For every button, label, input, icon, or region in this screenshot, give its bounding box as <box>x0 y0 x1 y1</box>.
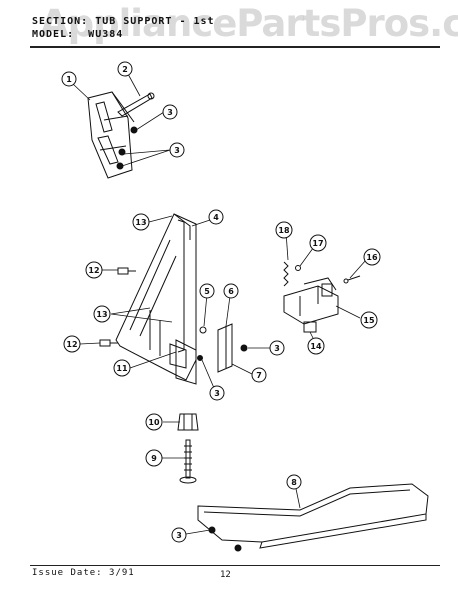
svg-text:18: 18 <box>278 226 290 235</box>
part-8-base-panel <box>197 483 429 549</box>
svg-text:1: 1 <box>66 75 72 84</box>
part-18-spring <box>283 261 289 287</box>
footer-rule <box>30 565 440 566</box>
part-9-leveling-leg <box>179 439 197 484</box>
callout-markers: 1 2 3 3 13 4 12 5 6 13 12 3 11 7 3 18 17… <box>61 61 381 543</box>
part-17-pin <box>295 265 301 271</box>
svg-text:2: 2 <box>122 65 128 74</box>
callout-13a: 13 <box>132 213 150 231</box>
section-header: SECTION: TUB SUPPORT - 1st <box>32 16 215 27</box>
callout-3a: 3 <box>162 104 178 120</box>
issue-date: Issue Date: 3/91 <box>32 568 135 578</box>
part-15-switch-assembly <box>283 277 339 325</box>
svg-text:3: 3 <box>176 531 182 540</box>
watermark: AppliancePartsPros.com <box>40 2 458 45</box>
callout-12b: 12 <box>63 335 81 353</box>
callout-8: 8 <box>286 474 302 490</box>
callout-1: 1 <box>61 71 77 87</box>
callout-3e: 3 <box>171 527 187 543</box>
part-2-rod <box>117 92 155 117</box>
callout-18: 18 <box>275 221 293 239</box>
callout-17: 17 <box>309 234 327 252</box>
callout-14: 14 <box>307 337 325 355</box>
part-3-screws-bottom <box>208 526 242 552</box>
section-label: SECTION: <box>32 16 89 27</box>
svg-text:3: 3 <box>214 389 220 398</box>
svg-text:3: 3 <box>167 108 173 117</box>
callout-13b: 13 <box>93 305 111 323</box>
svg-text:3: 3 <box>274 344 280 353</box>
callout-10: 10 <box>145 413 163 431</box>
svg-text:3: 3 <box>174 146 180 155</box>
part-3-screw-mid <box>197 344 248 361</box>
part-16-screw <box>343 275 361 284</box>
svg-text:6: 6 <box>228 287 234 296</box>
leader-lines <box>72 73 367 535</box>
model-value: WU384 <box>88 29 124 40</box>
svg-text:13: 13 <box>135 218 146 227</box>
callout-15: 15 <box>360 311 378 329</box>
callout-9: 9 <box>145 449 163 467</box>
svg-text:10: 10 <box>148 418 160 427</box>
svg-text:8: 8 <box>291 478 297 487</box>
svg-text:4: 4 <box>213 213 219 222</box>
model-header: MODEL: WU384 <box>32 29 123 40</box>
part-4-support-panel <box>115 213 197 385</box>
callout-3c: 3 <box>269 340 285 356</box>
svg-text:11: 11 <box>116 364 128 373</box>
section-value: TUB SUPPORT - 1st <box>95 16 215 27</box>
svg-text:9: 9 <box>151 454 157 463</box>
callout-2: 2 <box>117 61 133 77</box>
part-3-screws-top <box>116 126 138 170</box>
callout-3d: 3 <box>209 385 225 401</box>
header-rule <box>30 46 440 48</box>
svg-text:13: 13 <box>96 310 107 319</box>
page-number: 12 <box>220 570 231 580</box>
part-14-cam <box>303 321 317 333</box>
svg-text:15: 15 <box>363 316 375 325</box>
part-5-washer <box>199 326 207 334</box>
callout-7: 7 <box>251 367 267 383</box>
callout-11: 11 <box>113 359 131 377</box>
callout-16: 16 <box>363 248 381 266</box>
svg-text:5: 5 <box>204 287 210 296</box>
callout-5: 5 <box>199 283 215 299</box>
part-11-bracket <box>169 343 187 369</box>
svg-text:12: 12 <box>88 266 99 275</box>
part-10-foot-cap <box>177 413 199 431</box>
callout-6: 6 <box>223 283 239 299</box>
model-label: MODEL: <box>32 29 75 40</box>
part-6-clip <box>217 323 233 373</box>
svg-text:7: 7 <box>256 371 262 380</box>
part-1-bracket <box>87 91 135 179</box>
part-12-screws <box>99 267 136 347</box>
callout-12a: 12 <box>85 261 103 279</box>
svg-text:14: 14 <box>310 342 322 351</box>
svg-text:17: 17 <box>312 239 323 248</box>
svg-text:16: 16 <box>366 253 378 262</box>
callout-3b: 3 <box>169 142 185 158</box>
callout-4: 4 <box>208 209 224 225</box>
svg-text:12: 12 <box>66 340 77 349</box>
